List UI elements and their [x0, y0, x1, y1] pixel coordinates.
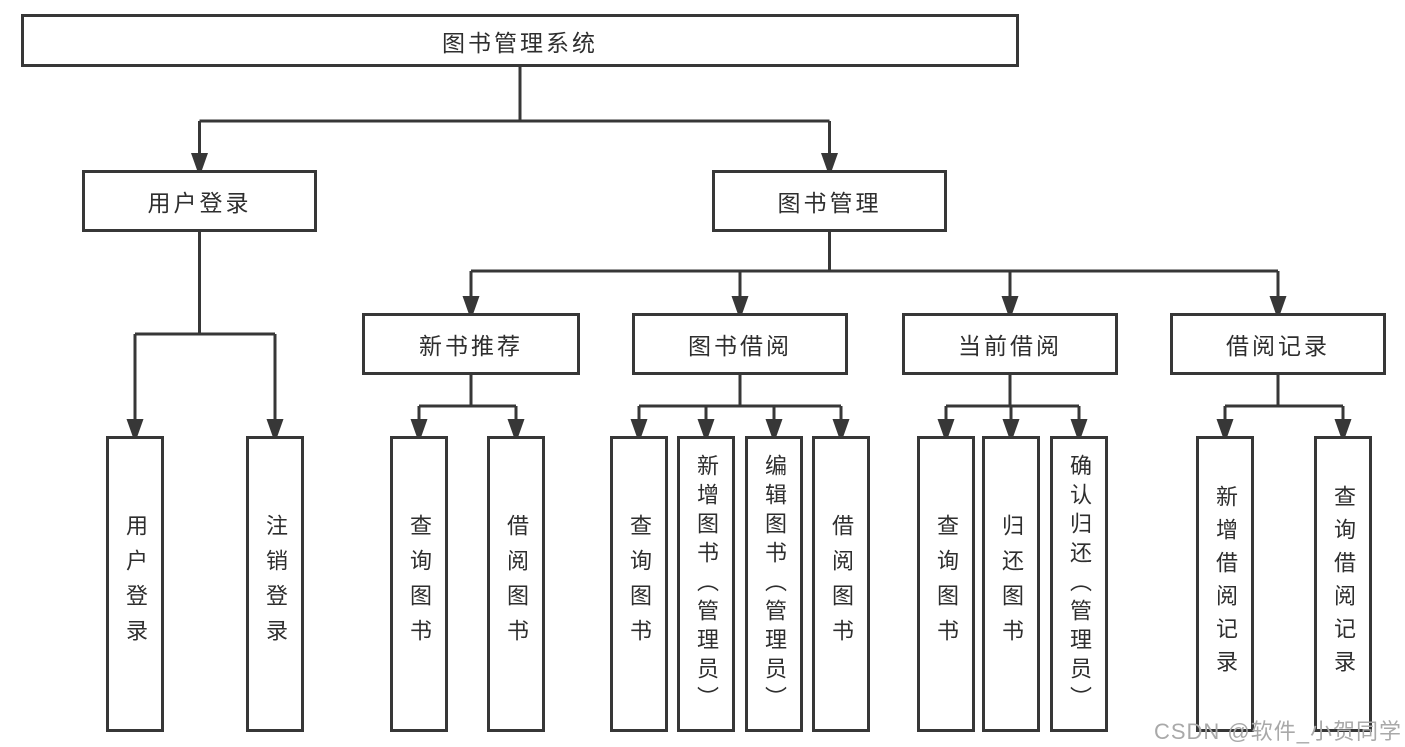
- connector-current-borrow-to-leaves: [944, 375, 1081, 427]
- leaf-label: 注销登录: [263, 514, 288, 654]
- connector-book-borrow-to-leaves: [637, 375, 843, 427]
- connector-user-login-to-leaves: [133, 232, 277, 427]
- node-leaf-nb-query-books: 查询图书: [390, 436, 448, 732]
- arrowhead-down-icon: [697, 419, 715, 443]
- node-book-borrow: 图书借阅: [632, 313, 848, 375]
- leaf-label: 查询图书: [407, 514, 432, 654]
- node-borrow-records: 借阅记录: [1170, 313, 1386, 375]
- node-leaf-nb-borrow-books: 借阅图书: [487, 436, 545, 732]
- node-leaf-bb-query-books: 查询图书: [610, 436, 668, 732]
- node-new-book-recommend: 新书推荐: [362, 313, 580, 375]
- arrowhead-down-icon: [191, 153, 208, 177]
- arrowhead-down-icon: [821, 153, 838, 177]
- connector-new-book-to-leaves: [417, 375, 518, 427]
- node-leaf-bb-borrow-books: 借阅图书: [812, 436, 870, 732]
- arrowhead-down-icon: [1001, 296, 1019, 320]
- leaf-label: 借阅图书: [829, 514, 854, 654]
- node-leaf-cb-return-books: 归还图书: [982, 436, 1040, 732]
- arrowhead-down-icon: [1269, 296, 1287, 320]
- arrowhead-down-icon: [1002, 419, 1020, 443]
- arrowhead-down-icon: [630, 419, 648, 443]
- node-current-borrow: 当前借阅: [902, 313, 1118, 375]
- node-book-management: 图书管理: [712, 170, 947, 232]
- node-leaf-cb-confirm-return-admin: 确认归还（管理员）: [1050, 436, 1108, 732]
- leaf-label: 用户登录: [123, 514, 148, 654]
- arrowhead-down-icon: [126, 419, 144, 443]
- node-leaf-br-add-record: 新增借阅记录: [1196, 436, 1254, 732]
- connector-book-management-to-level3: [469, 232, 1280, 304]
- arrowhead-down-icon: [1334, 419, 1352, 443]
- arrowhead-down-icon: [937, 419, 955, 443]
- arrowhead-down-icon: [462, 296, 480, 320]
- arrowhead-down-icon: [1216, 419, 1234, 443]
- node-leaf-bb-add-books-admin: 新增图书（管理员）: [677, 436, 735, 732]
- leaf-label: 查询借阅记录: [1331, 485, 1356, 683]
- leaf-label: 借阅图书: [504, 514, 529, 654]
- leaf-label: 确认归还（管理员）: [1067, 453, 1092, 715]
- node-leaf-br-query-record: 查询借阅记录: [1314, 436, 1372, 732]
- connector-borrow-records-to-leaves: [1223, 375, 1345, 427]
- arrowhead-down-icon: [507, 419, 525, 443]
- leaf-label: 新增借阅记录: [1213, 485, 1238, 683]
- arrowhead-down-icon: [1070, 419, 1088, 443]
- node-root-system: 图书管理系统: [21, 14, 1019, 67]
- leaf-label: 归还图书: [999, 514, 1024, 654]
- leaf-label: 编辑图书（管理员）: [762, 453, 787, 715]
- leaf-label: 查询图书: [934, 514, 959, 654]
- arrowhead-down-icon: [765, 419, 783, 443]
- arrowhead-down-icon: [731, 296, 749, 320]
- arrowhead-down-icon: [410, 419, 428, 443]
- node-leaf-cb-query-books: 查询图书: [917, 436, 975, 732]
- connector-root-to-level2: [198, 67, 831, 161]
- leaf-label: 查询图书: [627, 514, 652, 654]
- node-leaf-user-login: 用户登录: [106, 436, 164, 732]
- arrowhead-down-icon: [266, 419, 284, 443]
- csdn-watermark: CSDN @软件_小贺同学: [1153, 719, 1402, 744]
- node-user-login: 用户登录: [82, 170, 317, 232]
- node-leaf-bb-edit-books-admin: 编辑图书（管理员）: [745, 436, 803, 732]
- arrowhead-down-icon: [832, 419, 850, 443]
- leaf-label: 新增图书（管理员）: [694, 453, 719, 715]
- node-leaf-logout: 注销登录: [246, 436, 304, 732]
